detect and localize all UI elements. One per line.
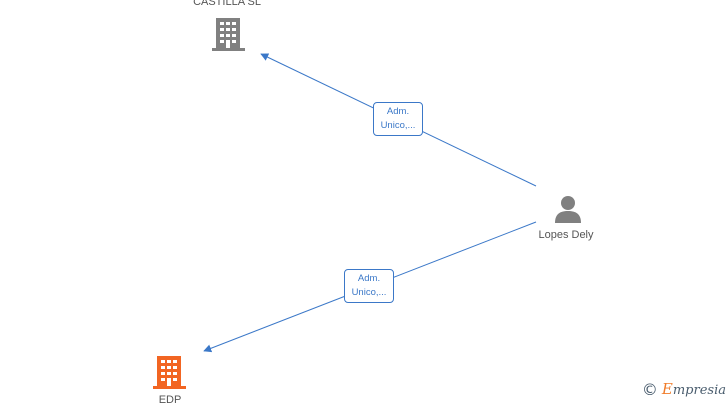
building-icon [153,356,186,389]
copyright-icon: © [641,379,658,399]
role-label-line2: Unico,... [351,287,387,298]
person-node[interactable] [552,194,584,224]
company-label-bottom[interactable]: EDP [158,394,182,406]
company-label-top[interactable]: CASTILLA SL [193,0,261,8]
building-icon [212,18,245,51]
company-node-top[interactable] [210,16,248,52]
person-label[interactable]: Lopes Dely [538,229,594,241]
role-label-top[interactable]: Adm. Unico,... [373,102,423,136]
person-icon [555,196,581,223]
brand-rest: mpresia [672,383,726,398]
brand-logo: Empresia [662,380,726,398]
empresia-watermark: © Empresia [641,379,726,399]
company-node-bottom[interactable] [151,354,189,390]
role-label-line1: Adm. [357,273,381,284]
brand-initial: E [661,380,673,398]
role-label-line2: Unico,... [380,120,416,131]
role-label-bottom[interactable]: Adm. Unico,... [344,269,394,303]
role-label-line1: Adm. [386,106,410,117]
